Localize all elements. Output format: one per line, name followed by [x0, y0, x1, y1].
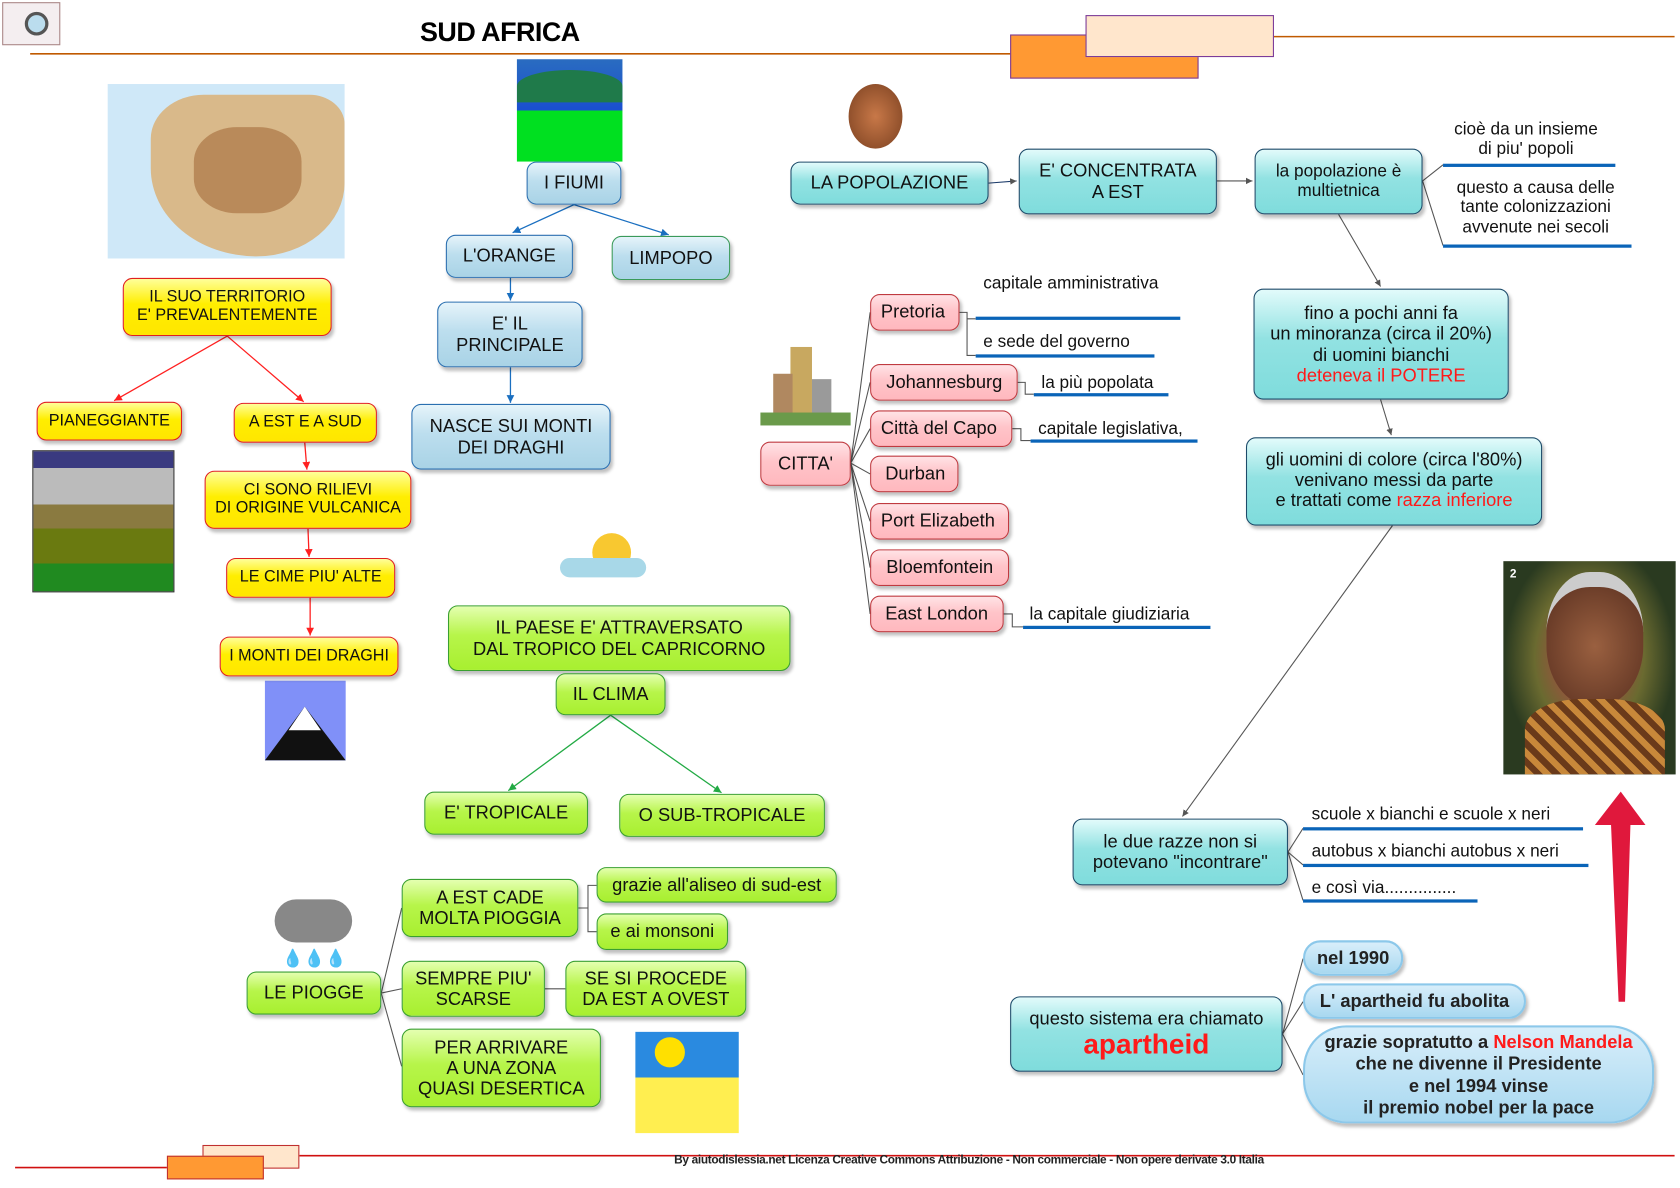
city-pretoria[interactable]: Pretoria — [870, 294, 960, 331]
separation-buses: autobus x bianchi autobus x neri — [1311, 842, 1559, 861]
node-desert[interactable]: PER ARRIVARE A UNA ZONA QUASI DESERTICA — [401, 1028, 601, 1108]
node-multiethnic[interactable]: la popolazione è multietnica — [1254, 148, 1423, 215]
node-concentrated-east[interactable]: E' CONCENTRATA A EST — [1018, 148, 1217, 215]
separation-schools: scuole x bianchi e scuole x neri — [1311, 805, 1551, 824]
node-trade-winds[interactable]: grazie all'aliseo di sud-est — [596, 867, 837, 903]
underline — [1303, 863, 1589, 868]
city-buildings-image — [760, 346, 851, 426]
node-reliefs[interactable]: CI SONO RILIEVI DI ORIGINE VULCANICA — [204, 470, 412, 529]
inferior-race-text: razza inferiore — [1396, 490, 1513, 511]
underline — [1033, 393, 1169, 397]
people-image — [838, 75, 913, 156]
node-white-minority[interactable]: fino a pochi anni fa un minoranza (circa… — [1253, 288, 1509, 400]
page-title: SUD AFRICA — [419, 17, 580, 48]
footer-orange-block — [166, 1155, 264, 1180]
node-separation[interactable]: le due razze non si potevano "incontrare… — [1072, 818, 1288, 886]
node-east-rain[interactable]: A EST CADE MOLTA PIOGGIA — [401, 878, 579, 938]
east-london-judicial-capital: la capitale giudiziaria — [1029, 605, 1190, 624]
city-cape-town[interactable]: Città del Capo — [870, 410, 1013, 447]
minority-power-text: deteneva il POTERE — [1296, 364, 1466, 386]
separation-etc: e così via............... — [1311, 878, 1457, 898]
weather-sun-image — [549, 528, 657, 593]
city-johannesburg[interactable]: Johannesburg — [870, 364, 1018, 401]
node-tropic[interactable]: IL PAESE E' ATTRAVERSATO DAL TROPICO DEL… — [447, 605, 791, 672]
node-territory[interactable]: IL SUO TERRITORIO E' PREVALENTEMENTE — [122, 277, 332, 337]
minority-text: fino a pochi anni fa un minoranza (circa… — [1270, 303, 1493, 365]
node-population[interactable]: LA POPOLAZIONE — [790, 161, 989, 205]
river-image — [516, 59, 623, 162]
city-port-elizabeth[interactable]: Port Elizabeth — [870, 503, 1010, 540]
node-rain[interactable]: LE PIOGGE — [246, 971, 382, 1015]
node-abolished[interactable]: L' apartheid fu abolita — [1303, 983, 1526, 1019]
mandela-name: Nelson Mandela — [1493, 1031, 1633, 1053]
mountain-image — [264, 680, 346, 761]
plain-landscape-image — [32, 450, 175, 593]
map-image — [107, 84, 345, 259]
note-colonizations: questo a causa delle tante colonizzazion… — [1456, 178, 1615, 237]
desert-image — [635, 1031, 739, 1134]
node-monsoon[interactable]: e ai monsoni — [596, 913, 728, 951]
node-rivers[interactable]: I FIUMI — [526, 161, 622, 205]
city-bloemfontein[interactable]: Bloemfontein — [870, 549, 1010, 586]
node-colored-majority[interactable]: gli uomini di colore (circa l'80%) veniv… — [1245, 437, 1543, 526]
underline — [975, 316, 1181, 320]
city-durban[interactable]: Durban — [870, 455, 959, 493]
underline — [1023, 625, 1211, 630]
thanks-text: grazie sopratutto a — [1324, 1031, 1494, 1053]
footer-license: By aiutodislessia.net Licenza Creative C… — [674, 1153, 1264, 1167]
underline — [1443, 163, 1616, 167]
underline — [1303, 899, 1478, 903]
photo-badge: 2 — [1509, 567, 1517, 581]
node-east-south[interactable]: A EST E A SUD — [233, 402, 377, 443]
node-limpopo[interactable]: LIMPOPO — [611, 235, 731, 281]
node-westward[interactable]: SE SI PROCEDE DA EST A OVEST — [565, 960, 747, 1017]
rain-cloud-image: 💧💧💧 — [269, 889, 358, 970]
node-climate[interactable]: IL CLIMA — [555, 673, 666, 716]
pretoria-government-seat: e sede del governo — [983, 332, 1130, 352]
system-text: questo sistema era chiamato — [1029, 1008, 1264, 1029]
node-main-river[interactable]: E' IL PRINCIPALE — [437, 301, 583, 368]
president-text: che ne divenne il Presidente e nel 1994 … — [1355, 1053, 1602, 1119]
cape-legislative-capital: capitale legislativa, — [1038, 420, 1183, 439]
underline — [1443, 244, 1632, 248]
header-peach-block — [1085, 15, 1274, 58]
colored-text: gli uomini di colore (circa l'80%) veniv… — [1265, 449, 1523, 511]
red-arrow — [1594, 791, 1646, 1002]
underline — [1030, 439, 1198, 443]
underline — [975, 354, 1155, 358]
book-magnifier-icon — [2, 2, 61, 46]
node-subtropical[interactable]: O SUB-TROPICALE — [619, 793, 825, 837]
node-cities[interactable]: CITTA' — [760, 441, 851, 486]
node-drakensberg[interactable]: I MONTI DEI DRAGHI — [219, 636, 399, 677]
node-peaks[interactable]: LE CIME PIU' ALTE — [226, 557, 396, 598]
node-tropical[interactable]: E' TROPICALE — [424, 791, 588, 835]
johannesburg-most-populous: la più popolata — [1041, 373, 1154, 393]
city-east-london[interactable]: East London — [870, 595, 1004, 633]
node-river-source[interactable]: NASCE SUI MONTI DEI DRAGHI — [411, 403, 611, 470]
node-scarce[interactable]: SEMPRE PIU' SCARSE — [401, 960, 545, 1017]
note-many-peoples: cioè da un insieme di piu' popoli — [1454, 120, 1598, 159]
apartheid-text: apartheid — [1083, 1027, 1210, 1060]
node-flat[interactable]: PIANEGGIANTE — [36, 401, 182, 441]
pretoria-admin-capital: capitale amministrativa — [983, 274, 1159, 293]
node-orange[interactable]: L'ORANGE — [445, 234, 573, 278]
underline — [1303, 827, 1584, 831]
nelson-mandela-photo: 2 — [1503, 561, 1676, 775]
node-1990[interactable]: nel 1990 — [1303, 940, 1404, 976]
